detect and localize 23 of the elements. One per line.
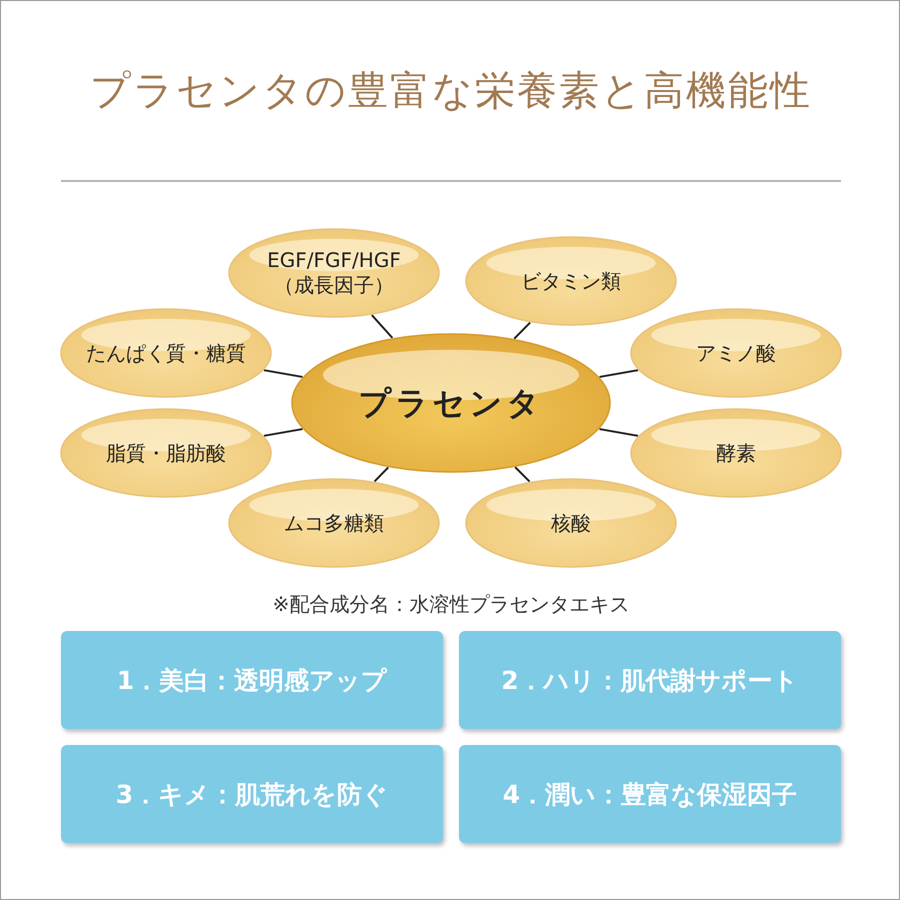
title: プラセンタの豊富な栄養素と高機能性 [89, 67, 813, 116]
connector-line [514, 466, 530, 482]
nutrient-ellipse: 核酸 [465, 478, 677, 568]
nutrient-ellipse: EGF/FGF/HGF （成長因子） [228, 228, 440, 318]
benefit-box: 4．潤い：豊富な保湿因子 [459, 745, 841, 843]
nutrient-ellipse: たんぱく質・糖質 [60, 308, 272, 398]
benefit-box: 1．美白：透明感アップ [61, 631, 443, 729]
benefit-box: 2．ハリ：肌代謝サポート [459, 631, 841, 729]
connector-line [514, 322, 531, 340]
center-ellipse: プラセンタ [291, 333, 611, 473]
connector-line [599, 369, 638, 378]
nutrient-ellipse: ムコ多糖類 [228, 478, 440, 568]
ingredient-note: ※配合成分名：水溶性プラセンタエキス [272, 591, 630, 618]
benefit-box: 3．キメ：肌荒れを防ぐ [61, 745, 443, 843]
nutrient-ellipse: ビタミン類 [465, 236, 677, 326]
connector-line [264, 369, 303, 378]
connector-line [371, 314, 394, 339]
connector-line [264, 428, 303, 437]
nutrient-ellipse: 脂質・脂肪酸 [60, 408, 272, 498]
nutrient-ellipse: 酵素 [630, 408, 842, 498]
connector-line [374, 466, 389, 482]
nutrient-ellipse: アミノ酸 [630, 308, 842, 398]
connector-line [599, 428, 638, 437]
